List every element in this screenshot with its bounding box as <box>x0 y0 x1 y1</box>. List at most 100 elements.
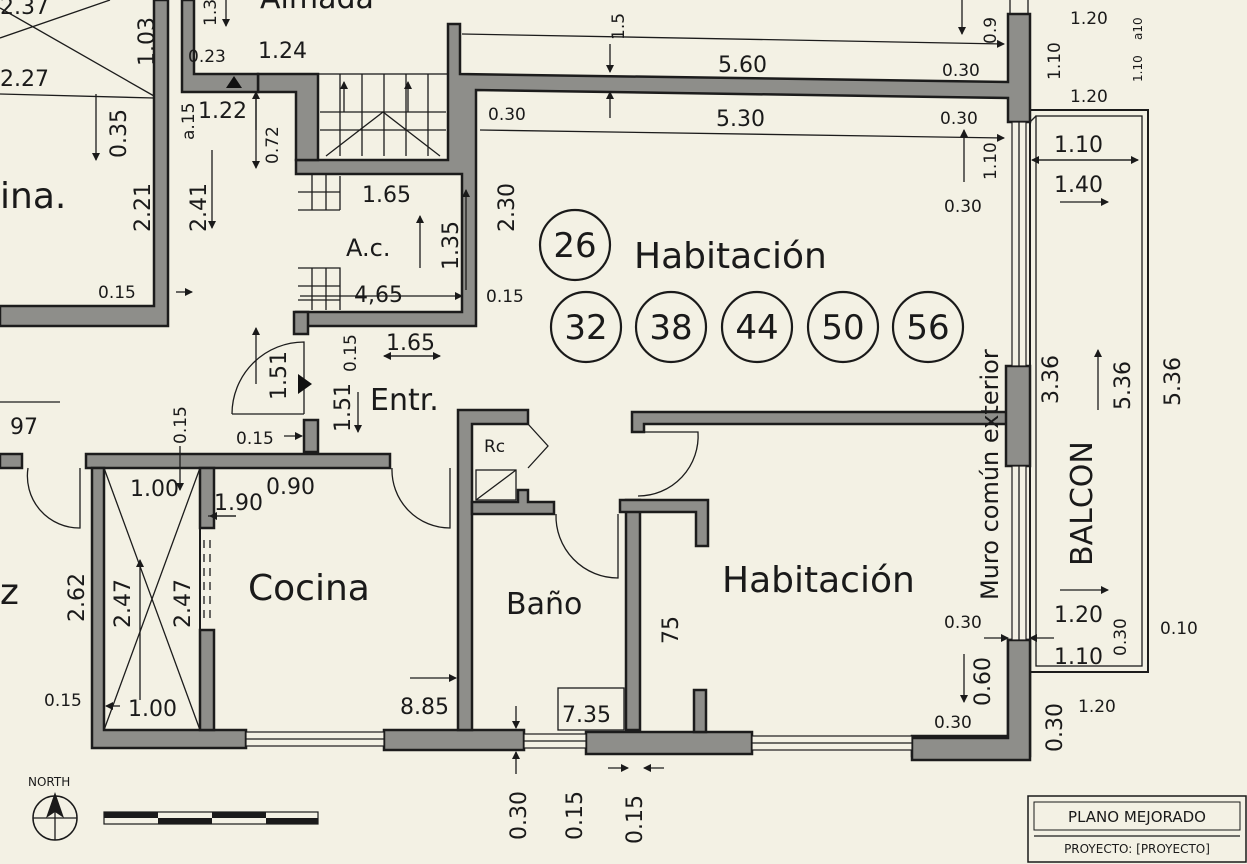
svg-text:38: 38 <box>649 308 692 348</box>
dim-label: 1.5 <box>609 13 629 40</box>
dim-label: 0.15 <box>563 791 588 840</box>
dim-label: 8.85 <box>400 695 449 720</box>
dim-label: 1.20 <box>1054 603 1103 628</box>
room-label-edge-top: Almada <box>260 0 374 16</box>
dim-label: 1.22 <box>198 99 247 124</box>
up-triangle-icon <box>226 76 242 88</box>
dim-label: 1.10 <box>1045 42 1065 80</box>
dim-label: 1.03 <box>135 17 160 66</box>
dim-label: 0.15 <box>44 691 82 711</box>
room-label-entrada: Entr. <box>370 383 439 418</box>
dim-label: 97 <box>10 415 38 440</box>
room-label-edge-left-bottom: z <box>0 572 19 613</box>
unit-number-38: 38 <box>634 290 708 364</box>
scale-bar <box>103 811 319 825</box>
top-left-shaft <box>0 0 155 99</box>
dim-label: 0.30 <box>934 713 972 733</box>
dim-label: 0.15 <box>236 429 274 449</box>
dim-label: 75 <box>659 616 684 644</box>
dim-label: 0.30 <box>488 105 526 125</box>
unit-number-56: 56 <box>891 290 965 364</box>
dim-label: 1.51 <box>331 383 356 432</box>
right-triangle-icon <box>298 374 312 394</box>
dim-label: 1.65 <box>362 183 411 208</box>
window-lines <box>245 0 1029 751</box>
room-label-bano: Baño <box>506 587 582 622</box>
dim-label: 0.15 <box>98 283 136 303</box>
dim-label: 0.30 <box>1043 703 1068 752</box>
dim-label: 0.60 <box>971 657 996 706</box>
dim-label: 1.20 <box>1070 9 1108 29</box>
dim-label: 1.00 <box>128 697 177 722</box>
dim-label: 0.90 <box>266 475 315 500</box>
balcony-outline <box>1029 109 1149 673</box>
unit-number-50: 50 <box>806 290 880 364</box>
dim-label: 0.15 <box>171 406 191 444</box>
room-label-balcon: BALCON <box>1065 441 1100 566</box>
unit-number-circles: 26 32 38 44 50 56 <box>538 208 965 364</box>
title-block: PLANO MEJORADO PROYECTO: [PROYECTO] <box>1027 795 1247 863</box>
room-label-habitacion-bottom: Habitación <box>722 560 915 601</box>
room-label-cocina: Cocina <box>248 568 370 609</box>
dim-label: 2.37 <box>0 0 49 20</box>
svg-text:32: 32 <box>564 308 607 348</box>
dim-label: 2.62 <box>65 573 90 622</box>
dim-label: 0.30 <box>942 61 980 81</box>
dim-label: 1.90 <box>214 491 263 516</box>
dim-label: 1.65 <box>386 331 435 356</box>
dim-label: 0.30 <box>1111 618 1131 656</box>
dimension-lines <box>0 0 1139 774</box>
room-label-ac: A.c. <box>346 234 390 262</box>
unit-number-44: 44 <box>720 290 794 364</box>
dim-label: 1.10 <box>1054 133 1103 158</box>
dimension-labels: 2.37 2.27 1.03 1.3 0.23 1.24 1.22 a.15 0… <box>0 0 1198 844</box>
dim-label: 1.20 <box>1078 697 1116 717</box>
dim-label: 2.27 <box>0 67 49 92</box>
dim-label: 1.10 <box>981 142 1001 180</box>
dim-label: 5.36 <box>1111 361 1136 410</box>
north-arrow-icon <box>46 792 64 818</box>
dim-label: 1.10 <box>1131 55 1145 82</box>
dim-label: 0.30 <box>940 109 978 129</box>
dim-label: 0.72 <box>263 126 283 164</box>
svg-text:44: 44 <box>735 308 778 348</box>
dim-label: 2.41 <box>187 183 212 232</box>
walls <box>0 0 1032 762</box>
dim-label: 0.23 <box>188 47 226 67</box>
dim-label: 2.47 <box>171 579 196 628</box>
title-block-project: PROYECTO: [PROYECTO] <box>1064 842 1210 856</box>
dim-label: 1.51 <box>267 351 292 400</box>
wall-label-muro: Muro común exterior <box>976 349 1004 600</box>
dim-label: 1.00 <box>130 477 179 502</box>
svg-text:26: 26 <box>553 226 596 266</box>
dim-label: 2.21 <box>131 183 156 232</box>
dim-label: 5.36 <box>1161 357 1186 406</box>
dim-label: 0.30 <box>944 197 982 217</box>
north-label: NORTH <box>28 775 70 789</box>
north-arrow: NORTH <box>28 775 78 841</box>
dim-label: 0.10 <box>1160 619 1198 639</box>
room-label-habitacion-top: Habitación <box>634 236 827 277</box>
doors <box>26 341 699 731</box>
dim-label: 1.35 <box>439 221 464 270</box>
dim-label: 7.35 <box>562 703 611 728</box>
dim-label: 0.15 <box>623 795 648 844</box>
dim-label: 0.30 <box>944 613 982 633</box>
dim-label: 1.40 <box>1054 173 1103 198</box>
room-labels: Habitación Habitación Cocina Baño Entr. … <box>0 0 1100 622</box>
room-label-edge-left-top: ina. <box>0 176 66 217</box>
dim-label: 0.15 <box>341 334 361 372</box>
dim-label: 0.35 <box>107 109 132 158</box>
svg-text:56: 56 <box>906 308 949 348</box>
dim-label: 1.3 <box>201 0 221 26</box>
dim-label: 1.10 <box>1054 645 1103 670</box>
svg-text:50: 50 <box>821 308 864 348</box>
dim-label: a10 <box>1131 17 1145 40</box>
stairs <box>298 73 449 310</box>
dim-label: 0.15 <box>486 287 524 307</box>
title-block-title: PLANO MEJORADO <box>1068 808 1206 826</box>
dim-label: 0.30 <box>507 791 532 840</box>
dim-label: 5.60 <box>718 53 767 78</box>
unit-number-32: 32 <box>549 290 623 364</box>
